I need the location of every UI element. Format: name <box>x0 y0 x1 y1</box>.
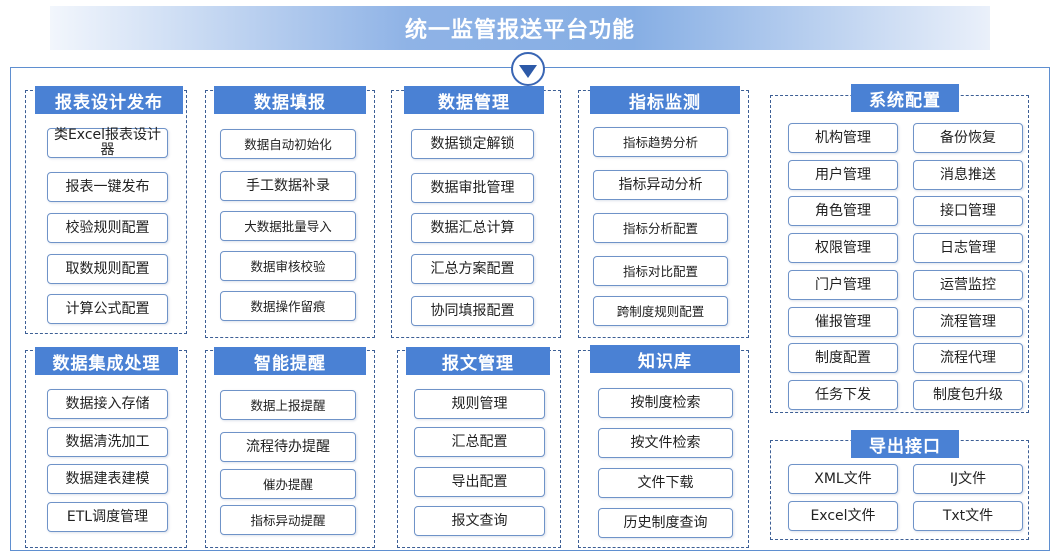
group-title-system-config: 系统配置 <box>851 84 959 112</box>
item-task-dispatch[interactable]: 任务下发 <box>788 380 898 410</box>
item-excel-file[interactable]: Excel文件 <box>788 501 898 531</box>
item-audit-check[interactable]: 数据审核校验 <box>220 251 356 281</box>
item-collab-fill[interactable]: 协同填报配置 <box>411 296 534 326</box>
item-validation-rules[interactable]: 校验规则配置 <box>47 213 168 243</box>
group-title-export-interface: 导出接口 <box>851 430 959 458</box>
group-title-knowledge-base: 知识库 <box>590 345 740 373</box>
item-role-management[interactable]: 角色管理 <box>788 196 898 226</box>
group-title-data-fill: 数据填报 <box>214 86 366 114</box>
item-analysis-config[interactable]: 指标分析配置 <box>593 213 728 243</box>
item-one-click-publish[interactable]: 报表一键发布 <box>47 172 168 202</box>
item-export-config[interactable]: 导出配置 <box>414 467 545 497</box>
item-lock-unlock[interactable]: 数据锁定解锁 <box>411 129 534 159</box>
item-urge-reminder[interactable]: 催办提醒 <box>220 469 356 499</box>
item-formula-config[interactable]: 计算公式配置 <box>47 294 168 324</box>
item-bulk-import[interactable]: 大数据批量导入 <box>220 211 356 241</box>
group-title-smart-reminder: 智能提醒 <box>214 347 366 375</box>
item-etl-schedule[interactable]: ETL调度管理 <box>47 502 168 532</box>
item-data-modeling[interactable]: 数据建表建模 <box>47 464 168 494</box>
item-excel-designer[interactable]: 类Excel报表设计器 <box>47 128 168 158</box>
item-ops-monitor[interactable]: 运营监控 <box>913 270 1023 300</box>
item-search-by-rule[interactable]: 按制度检索 <box>598 388 733 418</box>
item-operation-trace[interactable]: 数据操作留痕 <box>220 291 356 321</box>
item-rule-management[interactable]: 规则管理 <box>414 389 545 419</box>
item-search-by-file[interactable]: 按文件检索 <box>598 428 733 458</box>
item-xml-file[interactable]: XML文件 <box>788 464 898 494</box>
item-org-management[interactable]: 机构管理 <box>788 123 898 153</box>
group-title-indicator-monitor: 指标监测 <box>590 86 740 114</box>
item-fetch-rules[interactable]: 取数规则配置 <box>47 254 168 284</box>
group-title-report-design: 报表设计发布 <box>35 86 183 114</box>
item-data-ingest[interactable]: 数据接入存储 <box>47 389 168 419</box>
item-package-upgrade[interactable]: 制度包升级 <box>913 380 1023 410</box>
item-txt-file[interactable]: Txt文件 <box>913 501 1023 531</box>
item-data-cleanse[interactable]: 数据清洗加工 <box>47 427 168 457</box>
item-backup-restore[interactable]: 备份恢复 <box>913 123 1023 153</box>
item-portal-management[interactable]: 门户管理 <box>788 270 898 300</box>
item-todo-reminder[interactable]: 流程待办提醒 <box>220 432 356 462</box>
group-title-message-management: 报文管理 <box>406 347 550 375</box>
title-banner: 统一监管报送平台功能 <box>50 6 990 50</box>
item-log-management[interactable]: 日志管理 <box>913 233 1023 263</box>
item-flow-proxy[interactable]: 流程代理 <box>913 343 1023 373</box>
item-cross-rule-config[interactable]: 跨制度规则配置 <box>593 296 728 326</box>
chevron-down-icon <box>519 64 537 78</box>
item-flow-management[interactable]: 流程管理 <box>913 307 1023 337</box>
item-message-push[interactable]: 消息推送 <box>913 160 1023 190</box>
item-history-query[interactable]: 历史制度查询 <box>598 508 733 538</box>
item-user-management[interactable]: 用户管理 <box>788 160 898 190</box>
item-manual-supplement[interactable]: 手工数据补录 <box>220 171 356 201</box>
item-auto-init[interactable]: 数据自动初始化 <box>220 129 356 159</box>
item-permission-management[interactable]: 权限管理 <box>788 233 898 263</box>
item-ij-file[interactable]: IJ文件 <box>913 464 1023 494</box>
item-message-query[interactable]: 报文查询 <box>414 506 545 536</box>
item-compare-config[interactable]: 指标对比配置 <box>593 256 728 286</box>
item-trend-analysis[interactable]: 指标趋势分析 <box>593 127 728 157</box>
item-summary-plan[interactable]: 汇总方案配置 <box>411 254 534 284</box>
group-title-data-management: 数据管理 <box>404 86 544 114</box>
expand-button[interactable] <box>511 52 545 86</box>
item-anomaly-analysis[interactable]: 指标异动分析 <box>593 170 728 200</box>
item-summary-config[interactable]: 汇总配置 <box>414 427 545 457</box>
item-urge-management[interactable]: 催报管理 <box>788 307 898 337</box>
group-title-data-integration: 数据集成处理 <box>35 347 178 375</box>
item-report-reminder[interactable]: 数据上报提醒 <box>220 390 356 420</box>
item-approval-management[interactable]: 数据审批管理 <box>411 173 534 203</box>
item-summary-calc[interactable]: 数据汇总计算 <box>411 213 534 243</box>
item-system-rule-config[interactable]: 制度配置 <box>788 343 898 373</box>
page-title: 统一监管报送平台功能 <box>404 18 635 43</box>
item-interface-management[interactable]: 接口管理 <box>913 196 1023 226</box>
item-anomaly-reminder[interactable]: 指标异动提醒 <box>220 505 356 535</box>
item-file-download[interactable]: 文件下载 <box>598 468 733 498</box>
